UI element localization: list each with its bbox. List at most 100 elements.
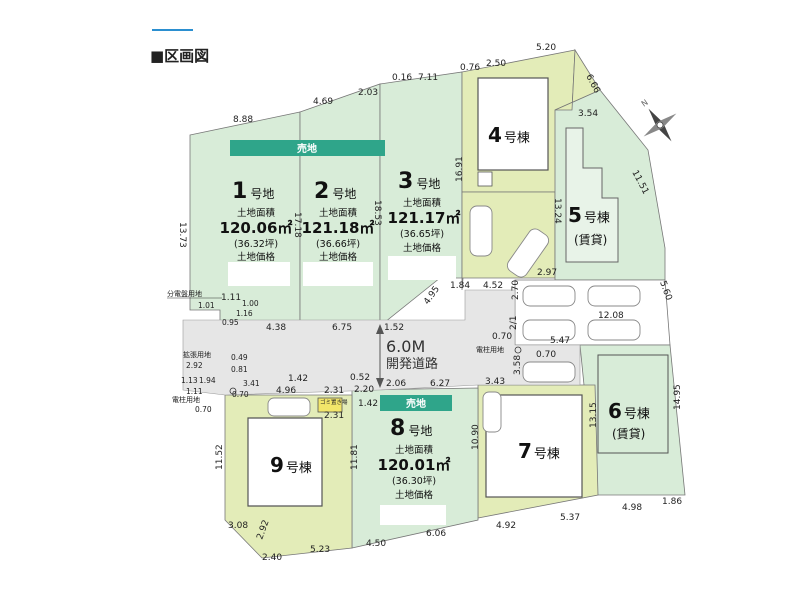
lot-3-price-label: 土地価格 xyxy=(403,242,442,254)
dimension-label: 2.40 xyxy=(262,553,282,563)
dimension-label: 8.88 xyxy=(233,115,253,125)
dimension-label: 2.50 xyxy=(486,59,506,69)
road-name: 開発道路 xyxy=(386,356,438,372)
dimension-label: 0.81 xyxy=(231,365,248,374)
expansion-land-label: 拡張用地 xyxy=(183,350,211,359)
dimension-label: 17.18 xyxy=(292,212,302,238)
dimension-label: 4.38 xyxy=(266,323,286,333)
dimension-label: 6.27 xyxy=(430,379,450,389)
dimension-label: 7.11 xyxy=(418,73,438,83)
dimension-label: 1.94 xyxy=(199,376,216,385)
lot-1-price-label: 土地価格 xyxy=(237,251,276,263)
dimension-label: 1.84 xyxy=(450,281,470,291)
dimension-label: 18.53 xyxy=(372,200,382,226)
dimension-label: 12.08 xyxy=(598,311,624,321)
dimension-label: 0.52 xyxy=(350,373,370,383)
dimension-label: 11.81 xyxy=(350,444,360,470)
dimension-label: 2.92 xyxy=(186,361,203,370)
dimension-label: 16.91 xyxy=(455,156,465,182)
dimension-label: 0.70 xyxy=(195,405,212,414)
dimension-label: 10.90 xyxy=(471,424,481,450)
dimension-label: 0.95 xyxy=(222,318,239,327)
dimension-label: 4.98 xyxy=(622,503,642,513)
dimension-label: 1.42 xyxy=(358,399,378,409)
lot-2-tsubo: (36.66坪) xyxy=(316,238,360,250)
sale-badge-south xyxy=(380,395,452,411)
dimension-label: 14.95 xyxy=(673,384,683,410)
utility-pole-label-east: 電柱用地 xyxy=(476,345,504,354)
utility-pole-east xyxy=(514,346,522,354)
dimension-label: 3.08 xyxy=(228,521,248,531)
lot-5-wedge xyxy=(554,48,601,111)
dimension-label: 2.31 xyxy=(324,411,344,421)
sale-badge-north xyxy=(230,140,385,156)
dimension-label: 0.16 xyxy=(392,73,412,83)
dimension-label: 3.43 xyxy=(485,377,505,387)
dimension-label: 5.37 xyxy=(560,513,580,523)
lot-8-tsubo: (36.30坪) xyxy=(392,475,436,487)
lot-2-price-label: 土地価格 xyxy=(319,251,358,263)
lot-3-price-box xyxy=(388,256,456,280)
dimension-label: 0.70 xyxy=(536,350,556,360)
dimension-label: 3.54 xyxy=(578,109,598,119)
svg-text:N: N xyxy=(640,98,650,109)
building-6-note: (賃貸) xyxy=(612,426,645,441)
building-5-note: (賃貸) xyxy=(574,232,607,247)
building-6-footprint xyxy=(597,354,669,454)
lot-8-area-label: 土地面積 xyxy=(395,444,434,456)
dimension-label: 2.31 xyxy=(324,386,344,396)
dimension-label: 4.50 xyxy=(366,539,386,549)
dimension-label: 0.70 xyxy=(232,390,249,399)
lot-3-area: 121.17㎡ xyxy=(388,209,461,227)
garbage-label: ゴミ置き場 xyxy=(320,398,348,406)
dimension-label: 2.20 xyxy=(354,385,374,395)
dimension-label: 0.70 xyxy=(492,332,512,342)
lot-1-tsubo: (36.32坪) xyxy=(234,238,278,250)
dimension-label: 4.52 xyxy=(483,281,503,291)
lot-1-price-box xyxy=(228,262,290,286)
dimension-label: 2.03 xyxy=(358,88,378,98)
dimension-label: 2/1 xyxy=(509,316,519,330)
lot-8-price-label: 土地価格 xyxy=(395,489,434,501)
dimension-label: 13.24 xyxy=(552,198,562,224)
dimension-label: 5.47 xyxy=(550,336,570,346)
dimension-label: 5.20 xyxy=(536,43,556,53)
dimension-label: 3.58 xyxy=(513,355,523,375)
dimension-label: 3.41 xyxy=(243,379,260,388)
dimension-label: 13.15 xyxy=(589,402,599,428)
building-9-footprint xyxy=(247,417,323,507)
dimension-label: 1.52 xyxy=(384,323,404,333)
dimension-label: 5.23 xyxy=(310,545,330,555)
lot-3-area-label: 土地面積 xyxy=(403,197,442,209)
dimension-label: 0.49 xyxy=(231,353,248,362)
lot-3-tsubo: (36.65坪) xyxy=(400,228,444,240)
dimension-label: 11.52 xyxy=(215,444,225,470)
dimension-label: 6.06 xyxy=(426,529,446,539)
dimension-label: 2.97 xyxy=(537,268,557,278)
development-road xyxy=(182,289,581,396)
dimension-label: 4.92 xyxy=(496,521,516,531)
dimension-label: 4.96 xyxy=(276,386,296,396)
lot-2-area: 121.18㎡ xyxy=(302,219,375,237)
lot-2-parcel xyxy=(299,83,381,327)
dimension-label: 4.69 xyxy=(313,97,333,107)
building-5-footprint xyxy=(565,127,619,263)
dimension-label: 1.13 xyxy=(181,376,198,385)
sale-badge-south-text: 売地 xyxy=(406,397,426,410)
garbage-station xyxy=(317,397,343,413)
lot-8-price-box xyxy=(380,505,446,525)
distribution-panel-label: 分電盤用地 xyxy=(167,289,202,298)
lot-8-area: 120.01㎡ xyxy=(378,456,451,474)
lot-2-price-box xyxy=(303,262,373,286)
page-title: ■区画図 xyxy=(150,47,209,65)
dimension-label: 1.11 xyxy=(221,293,241,303)
